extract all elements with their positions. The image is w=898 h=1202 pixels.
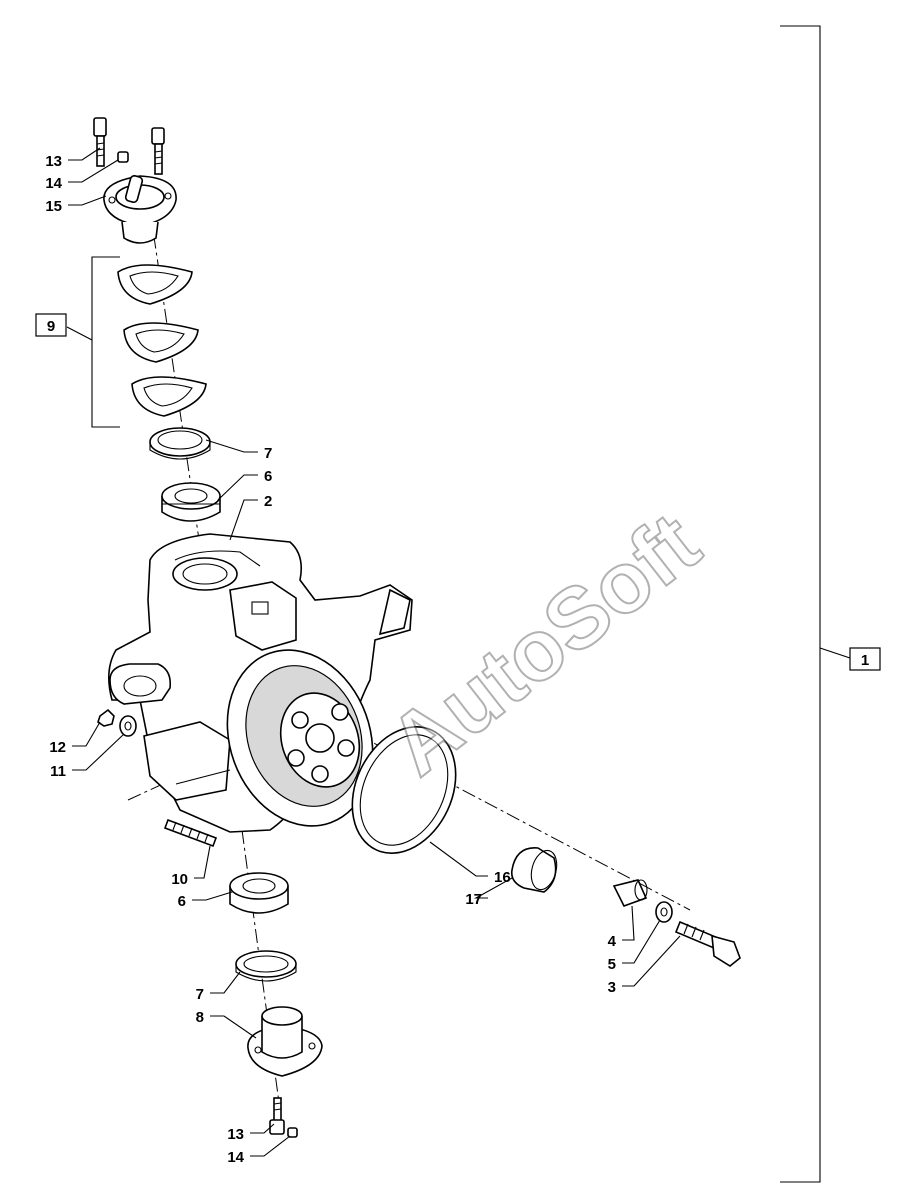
assembly-bracket: 1 (780, 25, 881, 1183)
bearing-6-bottom (229, 872, 289, 914)
seal-ring-7-top (149, 427, 211, 460)
group-label-box (35, 313, 67, 337)
steering-knuckle-housing-2 (108, 533, 413, 833)
callout-17: 17 (465, 891, 482, 908)
nut-12 (97, 708, 115, 727)
callout-2: 2 (264, 493, 272, 510)
callout-10: 10 (171, 871, 188, 888)
callout-4: 4 (608, 933, 617, 950)
callout-8: 8 (196, 1009, 204, 1026)
callout-6-bottom: 6 (178, 893, 186, 910)
shim-group-bracket: 9 (35, 256, 120, 428)
bolt-13-bottom (269, 1097, 285, 1135)
callout-7-top: 7 (264, 445, 272, 462)
callout-16: 16 (494, 869, 511, 886)
callout-11: 11 (50, 763, 66, 780)
callout-numbers: 13 14 15 7 6 2 12 11 10 6 7 8 13 14 16 1… (45, 153, 616, 1166)
callout-12: 12 (49, 739, 66, 756)
hub-axis-line (329, 719, 691, 911)
callout-13-top: 13 (45, 153, 62, 170)
callout-5: 5 (608, 956, 616, 973)
bolt-13-top (93, 117, 165, 175)
shim-stack-9 (117, 264, 207, 417)
large-seal-ring-16 (351, 726, 457, 854)
watermark-text: AutoSoft (372, 495, 717, 794)
seal-ring-7-bottom (235, 950, 297, 982)
callout-15: 15 (45, 198, 62, 215)
callout-14-top: 14 (45, 175, 62, 192)
callout-14-bottom: 14 (227, 1149, 244, 1166)
callout-7-bottom: 7 (196, 986, 204, 1003)
assembly-label: 1 (861, 652, 869, 669)
callout-13-bottom: 13 (227, 1126, 244, 1143)
top-cover-15 (103, 174, 177, 244)
grease-nipple-14-top (117, 151, 129, 163)
washer-5 (655, 901, 673, 923)
assembly-label-box (849, 647, 881, 671)
bearing-6-top (161, 482, 221, 522)
threaded-pin-10 (163, 818, 218, 848)
grease-nipple-14-bottom (287, 1127, 298, 1138)
spacer-4 (612, 879, 648, 907)
washer-11 (119, 715, 137, 737)
bottom-cover-8 (247, 1006, 323, 1077)
bolt-3 (674, 920, 741, 967)
leader-lines (68, 147, 681, 1157)
group-label: 9 (47, 318, 55, 335)
callout-6-top: 6 (264, 468, 272, 485)
bushing-17 (510, 847, 558, 893)
callout-3: 3 (608, 979, 616, 996)
